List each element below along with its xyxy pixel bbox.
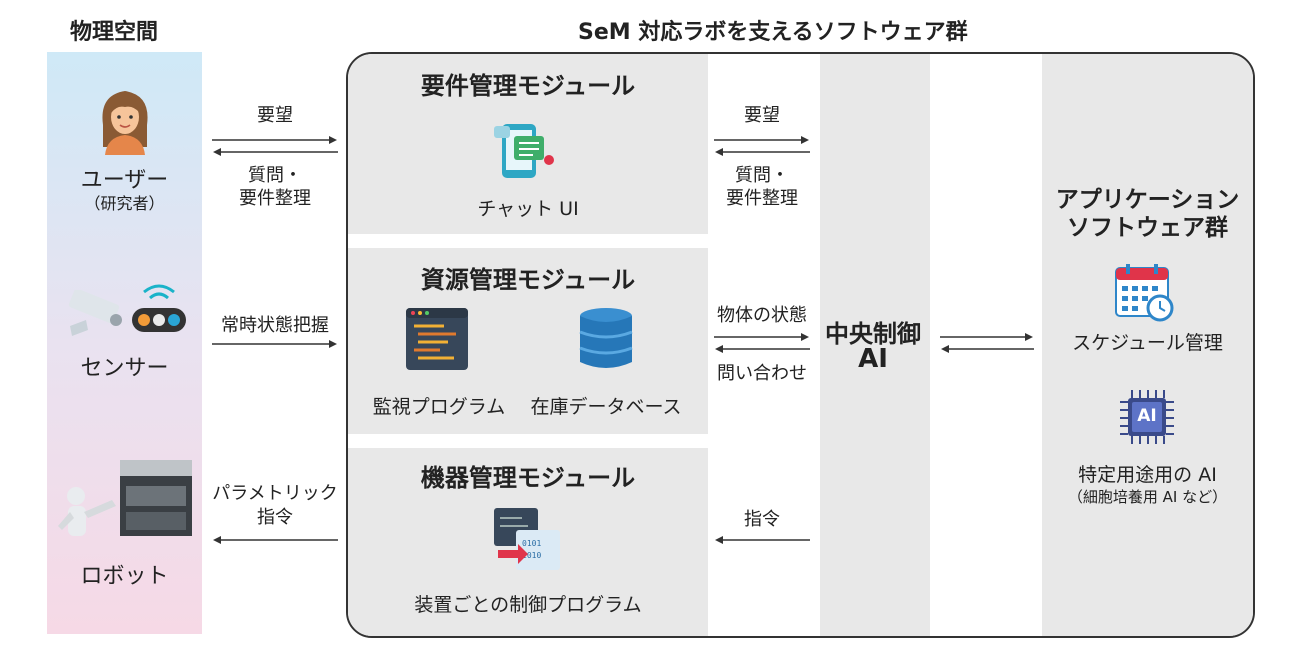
chat-ui-icon bbox=[492, 118, 558, 180]
central-ai-title-line2: AI bbox=[818, 344, 928, 374]
camera-sensor-icon bbox=[64, 290, 129, 338]
physical-space-heading: 物理空間 bbox=[70, 14, 158, 46]
monitoring-program-icon bbox=[404, 306, 470, 372]
device-command-label: 指令 bbox=[708, 508, 816, 531]
ai-chip-icon: AI bbox=[1118, 388, 1176, 446]
sensor-monitoring-arrow bbox=[210, 338, 340, 350]
user-sublabel: （研究者） bbox=[47, 190, 202, 214]
device-control-program-label: 装置ごとの制御プログラム bbox=[348, 590, 708, 617]
inquiry-label: 問い合わせ bbox=[706, 362, 818, 385]
chat-ui-label: チャット UI bbox=[348, 194, 708, 221]
robot-command-label-2: 指令 bbox=[210, 506, 340, 529]
inventory-database-label: 在庫データベース bbox=[516, 392, 696, 419]
ai-chip-text: AI bbox=[1118, 406, 1176, 426]
svg-text:0101: 0101 bbox=[522, 539, 541, 548]
module-question-label-2: 要件整理 bbox=[708, 187, 816, 210]
schedule-calendar-icon bbox=[1114, 262, 1176, 322]
robot-command-label-1: パラメトリック bbox=[206, 482, 344, 505]
iot-sensor-icon bbox=[130, 284, 188, 336]
robot-label: ロボット bbox=[47, 558, 202, 590]
cell-culture-ai-label: （細胞培養用 AI など） bbox=[1040, 486, 1255, 507]
module-request-arrow bbox=[712, 135, 812, 159]
special-purpose-ai-label: 特定用途用の AI bbox=[1040, 460, 1255, 487]
user-request-label: 要望 bbox=[210, 104, 340, 127]
devices-module-title: 機器管理モジュール bbox=[348, 458, 708, 493]
device-command-arrow bbox=[712, 534, 812, 546]
user-question-label-2: 要件整理 bbox=[210, 187, 340, 210]
object-state-arrow bbox=[712, 332, 812, 356]
module-question-label-1: 質問・ bbox=[708, 164, 816, 187]
monitoring-program-label: 監視プログラム bbox=[364, 392, 514, 419]
sensor-monitoring-label: 常時状態把握 bbox=[210, 314, 340, 337]
database-icon bbox=[578, 306, 634, 372]
resources-module-title: 資源管理モジュール bbox=[348, 260, 708, 295]
object-state-label: 物体の状態 bbox=[706, 304, 818, 327]
applications-title-line2: ソフトウェア群 bbox=[1040, 208, 1255, 242]
sensor-label: センサー bbox=[47, 350, 202, 382]
researcher-avatar-icon bbox=[95, 85, 155, 155]
schedule-management-label: スケジュール管理 bbox=[1040, 328, 1255, 355]
requirements-module-title: 要件管理モジュール bbox=[348, 66, 708, 101]
device-control-program-icon: 0101 1010 bbox=[492, 506, 564, 572]
central-apps-arrow bbox=[938, 332, 1036, 356]
user-question-label-1: 質問・ bbox=[210, 164, 340, 187]
robot-command-arrow bbox=[210, 534, 340, 546]
software-heading: SeM 対応ラボを支えるソフトウェア群 bbox=[578, 14, 968, 46]
robot-arm-icon bbox=[56, 456, 196, 546]
user-request-arrow bbox=[210, 135, 340, 159]
module-request-label: 要望 bbox=[708, 104, 816, 127]
